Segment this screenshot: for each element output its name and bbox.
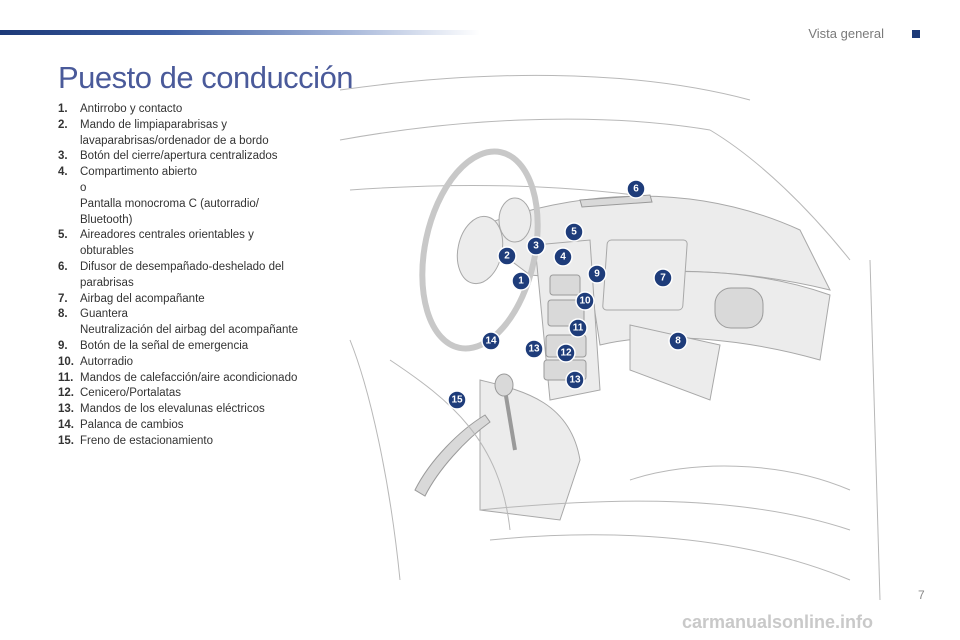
section-marker-icon: [912, 30, 920, 38]
svg-text:1: 1: [518, 276, 524, 287]
legend-item-text: Difusor de desempañado-deshelado del par…: [80, 260, 284, 289]
legend-item-number: 11.: [58, 371, 74, 384]
legend-item: 3. Botón del cierre/apertura centralizado…: [58, 149, 320, 165]
legend-item-text: Freno de estacionamiento: [80, 434, 213, 447]
svg-text:8: 8: [675, 336, 681, 347]
legend-item-text: Palanca de cambios: [80, 418, 184, 431]
callout-15: 15: [447, 390, 467, 410]
svg-text:9: 9: [594, 269, 600, 280]
section-title: Vista general: [808, 26, 884, 41]
callout-1: 1: [511, 271, 531, 291]
legend-item-text: Aireadores centrales orientables y obtur…: [80, 229, 254, 258]
svg-text:3: 3: [533, 241, 539, 252]
legend-item: 4. Compartimento abierto o Pantalla monoc…: [58, 165, 320, 228]
header-gradient-bar: [0, 30, 480, 35]
legend-item: 1. Antirrobo y contacto: [58, 102, 320, 118]
legend-item-text: Botón del cierre/apertura centralizados: [80, 150, 278, 163]
callout-10: 10: [575, 291, 595, 311]
legend-item-number: 15.: [58, 434, 74, 447]
legend-item-number: 12.: [58, 387, 74, 400]
callout-13-lower: 13: [565, 370, 585, 390]
legend-item-text: Autorradio: [80, 355, 134, 368]
legend-item-text: Mandos de los elevalunas eléctricos: [80, 403, 265, 416]
legend-item-text: Cenicero/Portalatas: [80, 387, 181, 400]
svg-text:11: 11: [573, 323, 584, 334]
legend-item-number: 4.: [58, 166, 68, 179]
legend-item: 6. Difusor de desempañado-deshelado del p…: [58, 260, 320, 292]
svg-text:2: 2: [504, 251, 510, 262]
legend-item: 10. Autorradio: [58, 355, 320, 371]
callout-12: 12: [556, 343, 576, 363]
legend-item-text: Mando de limpiaparabrisas y lavaparabris…: [80, 118, 269, 147]
legend-item: 5. Aireadores centrales orientables y obt…: [58, 228, 320, 260]
svg-text:10: 10: [579, 296, 591, 307]
callout-9: 9: [587, 264, 607, 284]
legend-item-number: 5.: [58, 229, 68, 242]
callout-5: 5: [564, 222, 584, 242]
legend-item-text: Guantera Neutralización del airbag del a…: [80, 308, 299, 337]
legend-item: 8. Guantera Neutralización del airbag del…: [58, 307, 320, 339]
legend-item-number: 14.: [58, 418, 74, 431]
svg-text:15: 15: [451, 395, 463, 406]
svg-text:7: 7: [660, 273, 666, 284]
legend-item-number: 3.: [58, 150, 68, 163]
legend-item-number: 8.: [58, 308, 68, 321]
callout-6: 6: [626, 179, 646, 199]
legend-item-text: Antirrobo y contacto: [80, 103, 183, 115]
callout-2: 2: [497, 246, 517, 266]
legend-item-number: 1.: [58, 103, 68, 115]
legend-item: 12. Cenicero/Portalatas: [58, 386, 320, 402]
callout-3: 3: [526, 236, 546, 256]
callout-11: 11: [568, 318, 588, 338]
page-title: Puesto de conducción: [58, 60, 354, 95]
legend-item-text: Airbag del acompañante: [80, 292, 205, 305]
legend-item: 7. Airbag del acompañante: [58, 292, 320, 308]
legend-list: 1. Antirrobo y contacto 2. Mando de limpiap…: [58, 102, 320, 450]
svg-text:13: 13: [528, 344, 540, 355]
legend-item: 9. Botón de la señal de emergencia: [58, 339, 320, 355]
legend-item: 15. Freno de estacionamiento: [58, 434, 320, 450]
legend-item-text: Compartimento abierto o Pantalla monocro…: [80, 166, 259, 226]
callout-8: 8: [668, 331, 688, 351]
legend-item: 11. Mandos de calefacción/aire acondicion…: [58, 371, 320, 387]
legend-item-number: 9.: [58, 339, 68, 352]
legend-item-number: 7.: [58, 292, 68, 305]
svg-text:6: 6: [633, 184, 639, 195]
legend-item-number: 13.: [58, 403, 74, 416]
svg-text:12: 12: [560, 348, 572, 359]
callout-4: 4: [553, 247, 573, 267]
callout-7: 7: [653, 268, 673, 288]
callout-13: 13: [524, 339, 544, 359]
svg-text:14: 14: [485, 336, 497, 347]
legend-item-text: Mandos de calefacción/aire acondicionado: [80, 371, 298, 384]
legend-item-number: 10.: [58, 355, 74, 368]
legend-item-number: 6.: [58, 260, 68, 273]
svg-text:4: 4: [560, 252, 566, 263]
svg-text:13: 13: [569, 375, 581, 386]
legend-item: 14. Palanca de cambios: [58, 418, 320, 434]
legend-item-text: Botón de la señal de emergencia: [80, 339, 249, 352]
svg-text:5: 5: [571, 227, 577, 238]
callout-14: 14: [481, 331, 501, 351]
dashboard-illustration: 1 2 3 4 5 6 7 8 9 10 11 12 13 13 14 15: [339, 74, 881, 600]
legend-item-number: 2.: [58, 118, 68, 131]
page-number: 7: [918, 588, 925, 602]
legend-item: 13. Mandos de los elevalunas eléctricos: [58, 402, 320, 418]
legend-item: 2. Mando de limpiaparabrisas y lavaparabr…: [58, 118, 320, 150]
watermark: carmanualsonline.info: [682, 612, 874, 632]
